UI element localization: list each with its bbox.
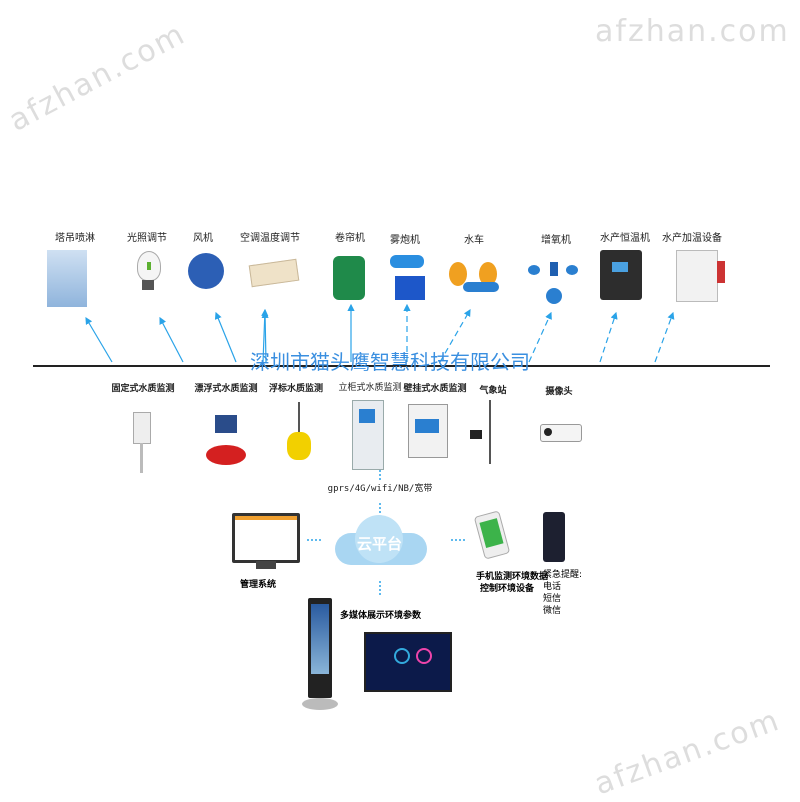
floating-station-icon [206,415,246,465]
alert-item: 微信 [543,606,562,616]
alert-item: 短信 [543,594,562,604]
mobile-line2: 控制环境设备 [480,584,535,594]
kiosk-icon [308,598,332,698]
network-label: gprs/4G/wifi/NB/宽带 [327,484,433,494]
alerts-title: 紧急提醒: [543,570,583,580]
cabinet-icon [352,400,384,470]
fixed-station-icon [133,412,151,473]
monitor-icon [232,513,300,563]
mobile-text: 手机监测环境数据 控制环境设备 [476,571,548,595]
fan-icon [188,253,224,289]
device-label: 雾炮机 [390,235,420,246]
alert-item: 电话 [543,582,562,592]
cloud-icon: 云平台 [335,515,427,565]
buoy-icon [287,402,311,462]
device-label: 浮标水质监测 [268,384,324,394]
device-label: 卷帘机 [335,233,365,244]
camera-icon [540,424,582,442]
device-label: 壁挂式水质监测 [403,384,467,394]
roller-motor-icon [333,256,365,300]
aerator-icon [528,262,580,310]
device-label: 风机 [193,233,213,244]
device-label: 气象站 [479,386,507,396]
mobile-line1: 手机监测环境数据 [476,572,549,582]
device-label: 水产恒温机 [600,233,650,244]
device-label: 摄像头 [545,387,573,397]
crane-spray-icon [47,250,87,307]
device-label: 水车 [464,235,484,246]
management-label: 管理系统 [240,580,277,590]
fog-cannon-icon [390,255,424,268]
device-label: 光照调节 [127,233,167,244]
cloud-label: 云平台 [357,535,403,553]
company-name: 深圳市猫头鹰智慧科技有限公司 [250,350,530,374]
device-label: 塔吊喷淋 [55,233,95,244]
device-label: 水产加温设备 [662,233,722,244]
weather-station-icon [470,400,510,464]
watermark: afzhan.com [595,14,790,49]
device-label: 立柜式水质监测 [338,383,402,393]
light-bulb-icon [137,251,161,281]
heater-icon [676,250,725,302]
paddle-wheel-icon [449,262,499,292]
alerts: 紧急提醒: 电话 短信 微信 [543,569,582,617]
thermostat-unit-icon [600,250,642,300]
device-label: 漂浮式水质监测 [194,384,258,394]
device-label: 增氧机 [541,235,571,246]
wall-box-icon [408,404,448,458]
device-label: 空调温度调节 [240,233,300,244]
device-label: 固定式水质监测 [111,384,175,394]
call-phone-icon [543,512,565,562]
multimedia-label: 多媒体展示环境参数 [340,611,422,621]
dashboard-screen-icon [364,632,452,692]
